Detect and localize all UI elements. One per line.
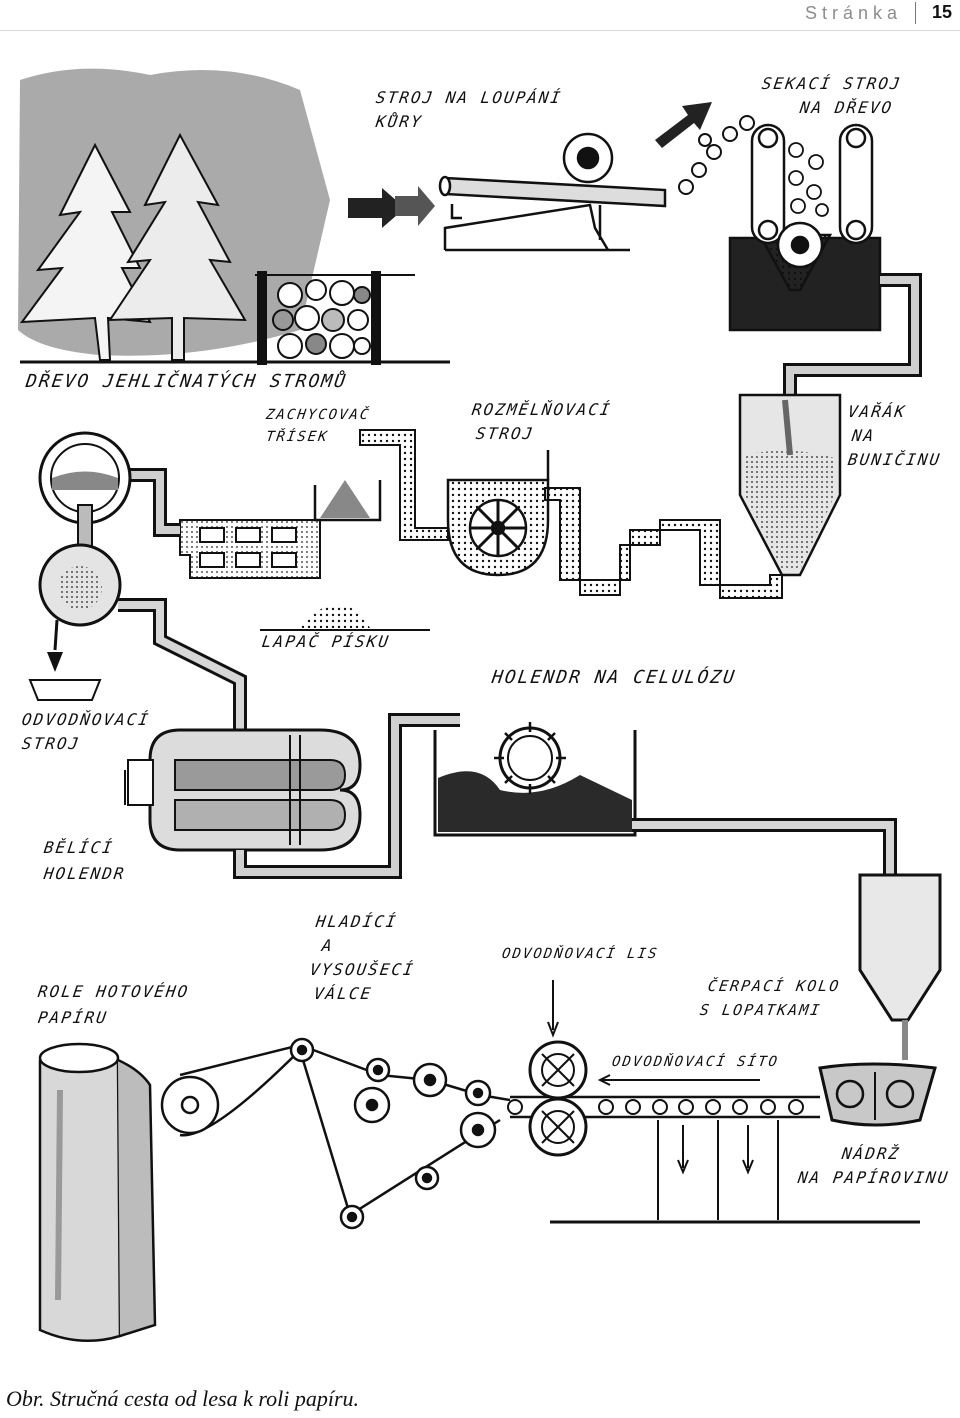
stock-funnel xyxy=(858,873,942,1060)
label-rollers-line3: VYSOUŠECÍ xyxy=(308,960,417,979)
label-cellulose-hollander: HOLENDR NA CELULÓZU xyxy=(490,667,738,688)
pipe-hollander-to-funnel xyxy=(632,818,897,875)
label-dewatering-machine-line2: STROJ xyxy=(20,734,82,753)
bleaching-hollander xyxy=(124,728,362,852)
label-digester-line2: NA xyxy=(850,426,877,445)
label-rollers-line1: HLADÍCÍ xyxy=(314,912,399,931)
label-sand-trap: LAPAČ PÍSKU xyxy=(260,632,392,651)
pipe-chopper-to-digester-inner xyxy=(786,276,919,400)
label-chip-catcher-line2: TŘÍSEK xyxy=(264,429,330,445)
figure-caption: Obr. Stručná cesta od lesa k roli papíru… xyxy=(6,1386,359,1411)
log-pile xyxy=(255,271,415,365)
label-pulp-tank-line1: NÁDRŽ xyxy=(840,1144,902,1163)
debarking-machine xyxy=(438,132,667,252)
wood-chips xyxy=(678,115,755,195)
page-separator xyxy=(915,2,916,24)
cellulose-hollander xyxy=(433,722,637,837)
label-paper-roll-line1: ROLE HOTOVÉHO xyxy=(36,982,191,1001)
label-digester-line3: BUNIČINU xyxy=(846,450,943,469)
paper-process-diagram xyxy=(18,68,942,1343)
sand-trap xyxy=(179,519,430,631)
label-debarker-line2: KŮRY xyxy=(374,112,424,131)
label-chopper-line2: NA DŘEVO xyxy=(798,98,895,117)
label-pulp-tank-line2: NA PAPÍROVINU xyxy=(796,1168,951,1187)
wood-chopper xyxy=(728,123,882,332)
pipe-dewater-to-bleach-inner xyxy=(118,601,244,730)
pipe-hollander-to-funnel-inner xyxy=(632,821,894,875)
label-dewatering-wire: ODVODŇOVACÍ SÍTO xyxy=(610,1054,780,1070)
label-chopper-line1: SEKACÍ STROJ xyxy=(760,74,903,93)
label-grinder-line2: STROJ xyxy=(474,424,536,443)
pipe-grinder-to-catcher xyxy=(359,429,449,541)
grinder-machine xyxy=(446,450,550,577)
pulp-digester xyxy=(738,393,842,577)
page-word: Stránka xyxy=(804,3,902,23)
page-header: Stránka 15 xyxy=(0,0,960,31)
label-dewatering-machine-line1: ODVODŇOVACÍ xyxy=(20,710,152,729)
chip-catcher xyxy=(313,480,382,522)
label-paddle-wheel-line2: S LOPATKAMI xyxy=(698,1001,823,1019)
label-debarker-line1: STROJ NA LOUPÁNÍ xyxy=(374,88,564,107)
label-bleaching-line1: BĚLÍCÍ xyxy=(42,838,116,857)
paper-roll xyxy=(38,1042,157,1343)
arrow-to-debarker xyxy=(348,186,435,228)
drying-rollers xyxy=(160,1037,511,1230)
label-paddle-wheel-line1: ČERPACÍ KOLO xyxy=(706,977,842,995)
label-dewatering-press: ODVODŇOVACÍ LIS xyxy=(500,946,660,962)
dewatering-press xyxy=(528,980,588,1157)
label-paper-roll-line2: PAPÍRU xyxy=(36,1008,110,1027)
label-chip-catcher-line1: ZACHYCOVAČ xyxy=(264,407,372,423)
label-digester-line1: VAŘÁK xyxy=(846,402,908,421)
label-rollers-line2: A xyxy=(320,936,336,955)
label-rollers-line4: VÁLCE xyxy=(312,984,374,1003)
page-number: 15 xyxy=(931,2,952,22)
dewatering-machine xyxy=(28,431,132,701)
pulp-tank xyxy=(818,1062,937,1127)
label-bleaching-line2: HOLENDR xyxy=(42,864,127,883)
label-grinder-line1: ROZMĚLŇOVACÍ xyxy=(470,400,613,419)
pipe-sandtrap-to-tank-inner xyxy=(120,471,180,534)
arrow-to-chopper xyxy=(655,102,712,148)
pipe-bleach-to-hollander-inner xyxy=(236,716,460,876)
conifer-tree-right xyxy=(108,132,247,361)
label-conifer-wood: DŘEVO JEHLIČNATÝCH STROMŮ xyxy=(24,371,349,392)
